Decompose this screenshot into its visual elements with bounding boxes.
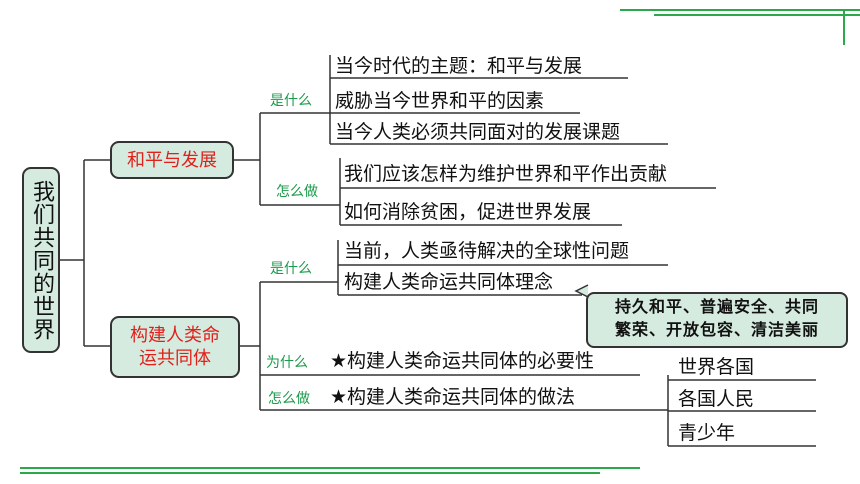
actor-youth: 青少年	[678, 422, 736, 444]
b1-what-item-0: 当今时代的主题：和平与发展	[335, 55, 583, 77]
b2-why-item: ★构建人类命运共同体的必要性	[330, 350, 595, 372]
b2-what-item-1: 构建人类命运共同体理念	[344, 271, 554, 293]
b1-what-label: 是什么	[270, 93, 312, 109]
concept-note-line1: 持久和平、普遍安全、共同	[614, 297, 819, 316]
b1-how-label: 怎么做	[276, 184, 318, 200]
branch-peace-development-label: 和平与发展	[127, 149, 217, 171]
b2-how-item: ★构建人类命运共同体的做法	[330, 386, 576, 408]
branch-community-label-line2: 运共同体	[139, 348, 211, 369]
b1-how-item-1: 如何消除贫困，促进世界发展	[344, 201, 592, 223]
note-pointer	[574, 284, 589, 298]
root-node: 我们共同的世界	[22, 167, 60, 353]
b1-what-item-2: 当今人类必须共同面对的发展课题	[335, 121, 621, 143]
b2-what-item-0: 当前，人类亟待解决的全球性问题	[344, 240, 630, 262]
actor-world-countries: 世界各国	[678, 356, 755, 378]
root-label: 我们共同的世界	[29, 179, 54, 341]
branch-community-label-line1: 构建人类命	[130, 325, 220, 346]
concept-note-line2: 繁荣、开放包容、清洁美丽	[614, 320, 819, 339]
concept-note: 持久和平、普遍安全、共同 繁荣、开放包容、清洁美丽	[586, 292, 848, 348]
branch-community-shared-future: 构建人类命 运共同体	[110, 316, 240, 378]
b2-what-label: 是什么	[270, 261, 312, 277]
actor-people: 各国人民	[678, 388, 755, 410]
b1-how-item-0: 我们应该怎样为维护世界和平作出贡献	[344, 163, 668, 185]
b2-why-label: 为什么	[266, 355, 308, 371]
b2-how-label: 怎么做	[268, 391, 310, 407]
branch-peace-development: 和平与发展	[110, 141, 234, 179]
b1-what-item-1: 威胁当今世界和平的因素	[335, 90, 545, 112]
